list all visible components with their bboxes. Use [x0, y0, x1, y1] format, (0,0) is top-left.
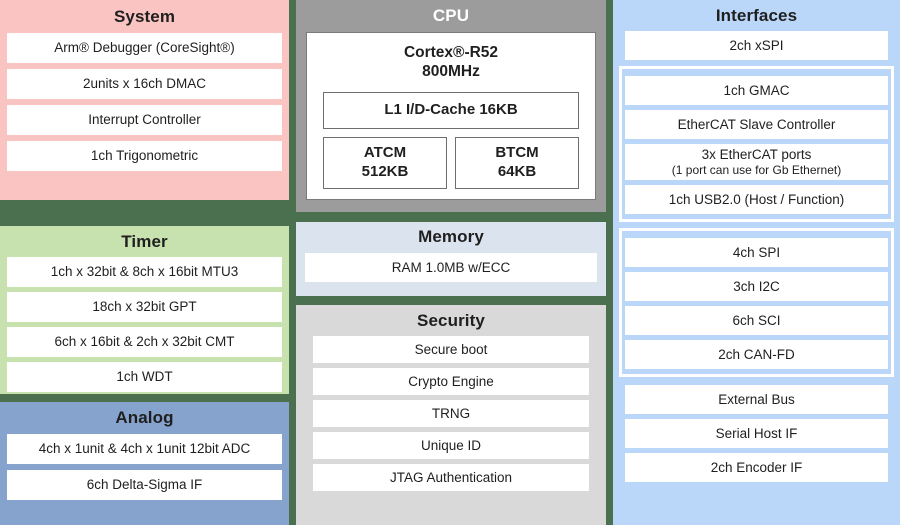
block-size: 64KB	[497, 162, 537, 180]
block-interrupt-controller[interactable]: Interrupt Controller	[7, 105, 282, 135]
block-label: 2ch CAN-FD	[718, 346, 795, 362]
panel-interfaces-title: Interfaces	[715, 6, 798, 25]
block-label: 6ch x 16bit & 2ch x 32bit CMT	[54, 334, 235, 350]
interfaces-serial-group: 4ch SPI 3ch I2C 6ch SCI 2ch CAN-FD	[619, 228, 894, 377]
block-label: External Bus	[718, 391, 795, 407]
block-label: RAM 1.0MB w/ECC	[391, 259, 511, 275]
block-label: 2ch Encoder IF	[710, 459, 803, 475]
block-serial-host-if[interactable]: Serial Host IF	[625, 419, 888, 448]
block-label: 4ch SPI	[732, 244, 781, 260]
block-label: Arm® Debugger (CoreSight®)	[54, 40, 235, 56]
block-dmac[interactable]: 2units x 16ch DMAC	[7, 69, 282, 99]
block-label: Crypto Engine	[408, 373, 494, 389]
block-sci[interactable]: 6ch SCI	[625, 306, 888, 335]
block-ethercat-slave-controller[interactable]: EtherCAT Slave Controller	[625, 110, 888, 139]
block-delta-sigma-if[interactable]: 6ch Delta-Sigma IF	[7, 470, 282, 500]
block-sublabel: (1 port can use for Gb Ethernet)	[671, 162, 842, 177]
block-wdt[interactable]: 1ch WDT	[7, 362, 282, 392]
block-arm-debugger[interactable]: Arm® Debugger (CoreSight®)	[7, 33, 282, 63]
block-label: 18ch x 32bit GPT	[92, 299, 197, 315]
cpu-core-block[interactable]: Cortex®-R52 800MHz L1 I/D-Cache 16KB ATC…	[306, 32, 596, 200]
panel-timer: Timer 1ch x 32bit & 8ch x 16bit MTU3 18c…	[0, 226, 289, 394]
panel-security-title: Security	[417, 311, 485, 330]
interfaces-bus-group: External Bus Serial Host IF 2ch Encoder …	[619, 385, 894, 482]
block-label: 2ch xSPI	[729, 37, 784, 53]
block-label: 1ch GMAC	[723, 82, 790, 98]
block-i2c[interactable]: 3ch I2C	[625, 272, 888, 301]
block-can-fd[interactable]: 2ch CAN-FD	[625, 340, 888, 369]
panel-analog: Analog 4ch x 1unit & 4ch x 1unit 12bit A…	[0, 402, 289, 525]
block-size: 512KB	[361, 162, 409, 180]
panel-system-title: System	[113, 7, 176, 26]
block-label: 6ch Delta-Sigma IF	[86, 477, 203, 493]
block-mtu3[interactable]: 1ch x 32bit & 8ch x 16bit MTU3	[7, 257, 282, 287]
block-label: EtherCAT Slave Controller	[677, 116, 836, 132]
interfaces-ethernet-group: 1ch GMAC EtherCAT Slave Controller 3x Et…	[619, 66, 894, 222]
block-label: 1ch Trigonometric	[90, 148, 199, 164]
block-label: ATCM	[363, 144, 407, 161]
block-label: 1ch USB2.0 (Host / Function)	[668, 191, 845, 207]
block-label: Unique ID	[420, 437, 482, 453]
block-label: Serial Host IF	[715, 425, 798, 441]
block-label: 3ch I2C	[733, 278, 780, 294]
panel-timer-title: Timer	[121, 232, 168, 251]
panel-security: Security Secure boot Crypto Engine TRNG …	[296, 305, 606, 525]
block-unique-id[interactable]: Unique ID	[313, 432, 589, 459]
block-label: 6ch SCI	[732, 312, 781, 328]
panel-cpu-title: CPU	[432, 6, 470, 25]
cpu-core-name-label: Cortex®-R52	[403, 44, 499, 61]
block-label: 1ch x 32bit & 8ch x 16bit MTU3	[50, 264, 239, 280]
block-trng[interactable]: TRNG	[313, 400, 589, 427]
block-label: TRNG	[431, 405, 471, 421]
block-xspi[interactable]: 2ch xSPI	[625, 31, 888, 60]
block-ethercat-ports[interactable]: 3x EtherCAT ports (1 port can use for Gb…	[625, 144, 888, 180]
block-label: Interrupt Controller	[88, 112, 201, 128]
panel-interfaces: Interfaces 2ch xSPI 1ch GMAC EtherCAT Sl…	[613, 0, 900, 525]
block-external-bus[interactable]: External Bus	[625, 385, 888, 414]
block-spi[interactable]: 4ch SPI	[625, 238, 888, 267]
block-crypto-engine[interactable]: Crypto Engine	[313, 368, 589, 395]
block-l1-cache[interactable]: L1 I/D-Cache 16KB	[323, 91, 579, 129]
block-atcm[interactable]: ATCM 512KB	[323, 136, 447, 189]
block-ram[interactable]: RAM 1.0MB w/ECC	[305, 253, 597, 282]
panel-memory-title: Memory	[418, 227, 484, 246]
block-btcm[interactable]: BTCM 64KB	[455, 136, 579, 189]
block-trigonometric[interactable]: 1ch Trigonometric	[7, 141, 282, 171]
block-gmac[interactable]: 1ch GMAC	[625, 76, 888, 105]
cpu-core-identity: Cortex®-R52 800MHz	[307, 43, 595, 82]
block-label: JTAG Authentication	[389, 469, 513, 485]
block-usb2[interactable]: 1ch USB2.0 (Host / Function)	[625, 185, 888, 214]
block-encoder-if[interactable]: 2ch Encoder IF	[625, 453, 888, 482]
block-jtag-authentication[interactable]: JTAG Authentication	[313, 464, 589, 491]
block-gpt[interactable]: 18ch x 32bit GPT	[7, 292, 282, 322]
block-label: Secure boot	[414, 341, 488, 357]
panel-analog-title: Analog	[115, 408, 174, 427]
block-label: 1ch WDT	[116, 369, 173, 385]
block-label: L1 I/D-Cache 16KB	[384, 101, 518, 119]
panel-cpu: CPU Cortex®-R52 800MHz L1 I/D-Cache 16KB…	[296, 0, 606, 212]
block-secure-boot[interactable]: Secure boot	[313, 336, 589, 363]
block-label: BTCM	[495, 144, 539, 161]
block-label: 2units x 16ch DMAC	[82, 76, 207, 92]
panel-memory: Memory RAM 1.0MB w/ECC	[296, 222, 606, 296]
block-adc[interactable]: 4ch x 1unit & 4ch x 1unit 12bit ADC	[7, 434, 282, 464]
block-label: 3x EtherCAT ports	[701, 146, 812, 162]
cpu-core-clock-label: 800MHz	[422, 63, 480, 81]
block-cmt[interactable]: 6ch x 16bit & 2ch x 32bit CMT	[7, 327, 282, 357]
cpu-tcm-row: ATCM 512KB BTCM 64KB	[307, 136, 595, 189]
block-label: 4ch x 1unit & 4ch x 1unit 12bit ADC	[38, 441, 251, 457]
panel-system: System Arm® Debugger (CoreSight®) 2units…	[0, 0, 289, 200]
